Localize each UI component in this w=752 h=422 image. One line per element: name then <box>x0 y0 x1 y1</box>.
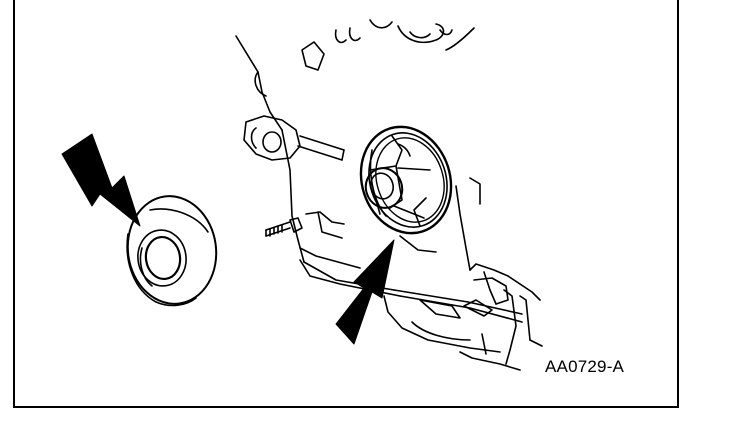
front-oil-seal <box>126 195 218 307</box>
crankshaft-pulley <box>359 125 453 235</box>
callout-arrow-icon <box>61 133 395 345</box>
engine-block <box>235 19 543 371</box>
figure-code-label: AA0729-A <box>545 357 625 376</box>
